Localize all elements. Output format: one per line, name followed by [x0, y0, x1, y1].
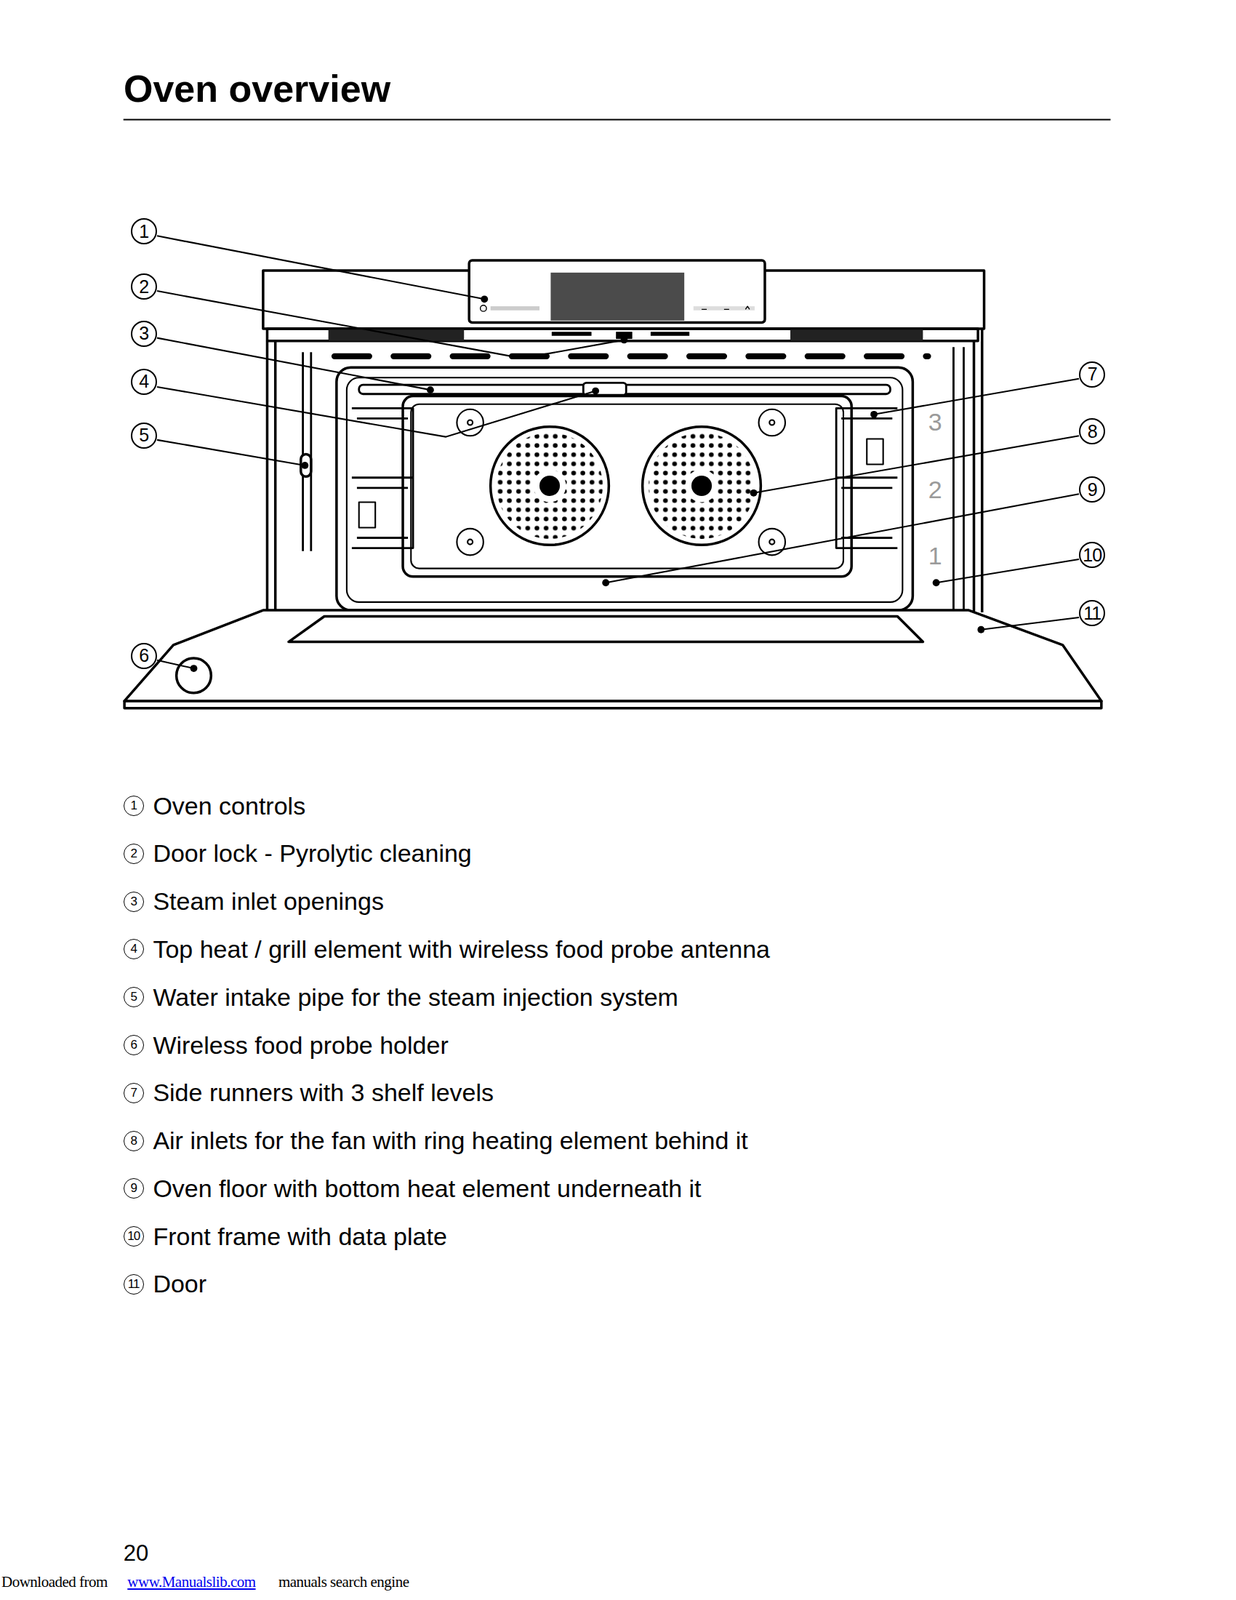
callout-number: 4	[130, 368, 158, 395]
callout-number: 9	[1078, 476, 1106, 503]
list-number: 3	[123, 891, 144, 912]
callout-number: 11	[1078, 599, 1106, 626]
fan-gap	[533, 469, 567, 503]
right-runner	[836, 407, 898, 548]
fan-gap	[685, 469, 719, 503]
pipe-connector	[301, 454, 312, 477]
callout-number: 8	[1078, 418, 1106, 445]
fan-cover	[490, 426, 610, 546]
list-number: 9	[123, 1177, 144, 1199]
part-description: Water intake pipe for the steam injectio…	[152, 983, 679, 1010]
probe-holder	[176, 657, 212, 693]
callout-number: 6	[130, 642, 158, 669]
shelf-level-number: 1	[920, 541, 950, 567]
panel-strip	[490, 306, 540, 311]
leader-dots	[190, 295, 986, 672]
list-number: 11	[123, 1273, 144, 1295]
air-inlets	[648, 432, 755, 539]
shelf-level-number: 2	[920, 475, 950, 501]
air-inlets	[496, 432, 603, 539]
fan-cover	[642, 426, 762, 546]
page-number: 20	[123, 1542, 149, 1565]
list-number: 4	[123, 938, 144, 959]
part-description: Steam inlet openings	[152, 888, 384, 915]
shelf-level-number: 3	[920, 407, 950, 433]
list-number: 10	[123, 1225, 144, 1247]
callout-number: 10	[1078, 541, 1106, 568]
part-description: Oven controls	[152, 792, 306, 819]
callout-number: 7	[1078, 361, 1106, 388]
part-description: Wireless food probe holder	[152, 1031, 448, 1058]
panel-icons	[701, 306, 750, 309]
fan-hub	[539, 475, 560, 496]
footer-link: www.Manualslib.com	[127, 1574, 256, 1591]
part-description: Front frame with data plate	[152, 1222, 447, 1250]
runner-clip	[359, 501, 376, 528]
part-description: Door	[152, 1270, 207, 1298]
part-description: Side runners with 3 shelf levels	[152, 1079, 494, 1106]
part-description: Door lock - Pyrolytic cleaning	[152, 840, 472, 867]
oven-body	[124, 260, 1102, 709]
footer-text: Downloaded from	[1, 1574, 108, 1591]
oven-door	[124, 610, 1102, 701]
list-number: 2	[123, 843, 144, 864]
list-number: 1	[123, 795, 144, 816]
cavity-inner	[346, 377, 903, 603]
part-description: Air inlets for the fan with ring heating…	[152, 1127, 748, 1154]
door-edge	[124, 700, 1102, 709]
front-frame	[953, 346, 964, 613]
control-housing	[263, 270, 985, 329]
fixing-screws	[456, 409, 786, 556]
door-window	[288, 616, 923, 642]
vent-slots	[334, 353, 928, 360]
footer-text: manuals search engine	[278, 1574, 410, 1591]
callout-number: 2	[130, 273, 158, 300]
runner-clip	[866, 438, 883, 464]
power-symbol	[480, 305, 487, 312]
list-number: 8	[123, 1130, 144, 1151]
title-rule	[123, 118, 1111, 120]
oven-cavity	[336, 367, 913, 611]
list-number: 5	[123, 986, 144, 1007]
page-title: Oven overview	[123, 66, 391, 111]
leader-lines	[157, 235, 1079, 669]
callout-number: 5	[130, 422, 158, 449]
list-number: 7	[123, 1082, 144, 1103]
list-number: 6	[123, 1034, 144, 1055]
panel-strip	[693, 306, 755, 311]
callout-number: 1	[130, 218, 158, 245]
part-description: Top heat / grill element with wireless f…	[152, 935, 770, 962]
fan-hub	[691, 475, 712, 496]
control-panel	[468, 260, 765, 323]
back-panel-inner	[410, 404, 844, 569]
water-pipe	[303, 351, 312, 552]
cabinet-sides	[266, 328, 982, 613]
part-description: Oven floor with bottom heat element unde…	[152, 1174, 701, 1202]
display	[550, 272, 685, 321]
callout-number: 3	[130, 320, 158, 347]
dark-bar	[790, 329, 923, 341]
